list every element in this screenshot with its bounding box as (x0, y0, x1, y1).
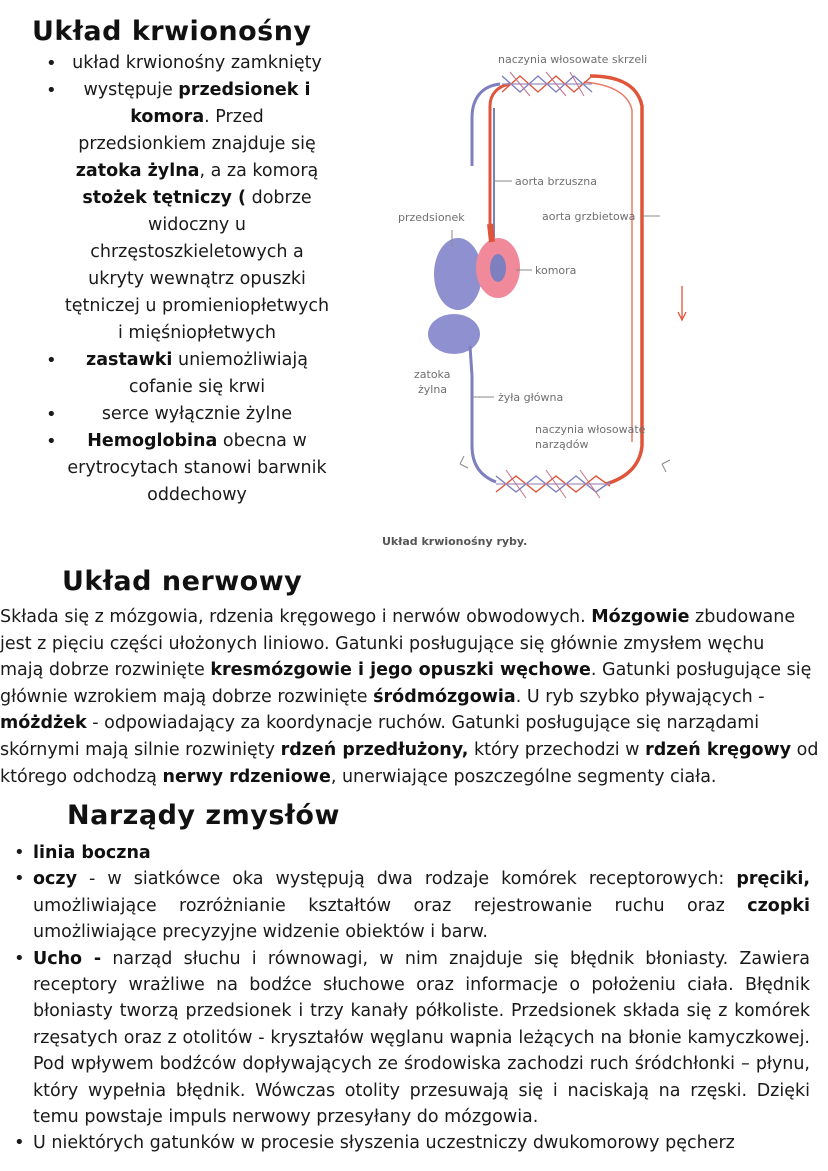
item-text: U niektórych gatunków w procesie słyszen… (33, 1133, 735, 1154)
circulatory-list: układ krwionośny zamknięty występuje prz… (40, 50, 330, 509)
paragraph-bold: rdzeń przedłużony, (280, 739, 469, 760)
list-item: serce wyłącznie żylne (40, 401, 330, 428)
list-item: Ucho - narząd słuchu i równowagi, w nim … (0, 946, 828, 1131)
label-ventricle: komora (535, 264, 576, 277)
label-main-vein: żyła główna (498, 391, 563, 404)
item-bold: stożek tętniczy ( (82, 188, 247, 208)
paragraph-text: . U ryb szybko pływających - (515, 686, 765, 707)
circulatory-heading: Układ krwionośny (32, 16, 312, 47)
item-bold: Hemoglobina (87, 431, 218, 451)
paragraph-text: - odpowiadający za koordynacje ruchów. G… (86, 713, 760, 734)
paragraph-text: który przechodzi w (468, 739, 646, 760)
list-item: zastawki uniemożliwiają cofanie się krwi (40, 347, 330, 401)
ventricle-outflow (487, 223, 495, 243)
item-bold: zatoka żylna (75, 161, 200, 181)
item-text: dobrze widoczny u chrzęstoszkieletowych … (64, 188, 330, 343)
label-dorsal-aorta: aorta grzbietowa (542, 210, 635, 223)
atrium-shape (434, 238, 482, 310)
label-sinus-line1: zatoka (414, 368, 450, 381)
list-item: U niektórych gatunków w procesie słyszen… (0, 1130, 828, 1157)
paragraph-text: zbudowane (689, 607, 796, 627)
paragraph-bold: móżdżek (0, 713, 87, 734)
flow-arrows (459, 286, 687, 473)
label-gill-capillaries: naczynia włosowate skrzeli (498, 53, 647, 66)
list-item: oczy - w siatkówce oka występują dwa rod… (0, 866, 828, 945)
dorsal-aorta-vessel-inner (583, 81, 633, 442)
fish-circulation-diagram: naczynia włosowate skrzeli aorta brzuszn… (370, 46, 710, 556)
dorsal-aorta-vessel (589, 74, 644, 486)
paragraph-text: od (791, 739, 819, 760)
item-text: - w siatkówce oka występują dwa rodzaje … (77, 869, 737, 890)
item-text: układ krwionośny zamknięty (72, 53, 322, 73)
paragraph-text: jest z pięciu części ułożonych liniowo. … (0, 633, 765, 654)
label-sinus-line2: żylna (418, 383, 447, 396)
paragraph-text: . Gatunki posługujące się (590, 660, 812, 681)
paragraph-text: głównie wzrokiem mają dobrze rozwinięte (0, 686, 374, 707)
paragraph-text: skórnymi mają silnie rozwinięty (0, 739, 281, 760)
senses-list: linia boczna oczy - w siatkówce oka wyst… (0, 840, 828, 1157)
paragraph-bold: kresmózgowie i jego opuszki węchowe (210, 660, 591, 681)
list-item: układ krwionośny zamknięty (40, 50, 330, 77)
item-bold: przedsionek i komora (130, 80, 311, 127)
label-ventral-aorta: aorta brzuszna (515, 175, 597, 188)
item-text: umożliwiające rozróżnianie kształtów ora… (33, 895, 748, 916)
organ-capillary-network (495, 469, 611, 499)
venous-vessel-main (470, 376, 497, 484)
item-bold: Ucho - (33, 948, 102, 969)
nervous-paragraph: Składa się z mózgowia, rdzenia kręgowego… (0, 604, 828, 790)
item-bold: zastawki (86, 350, 173, 370)
list-item: Hemoglobina obecna w erytrocytach stanow… (40, 428, 330, 509)
paragraph-bold: śródmózgowia (373, 686, 516, 707)
item-text: serce wyłącznie żylne (101, 404, 293, 424)
venous-vessel (470, 82, 501, 166)
sinus-connection (468, 345, 474, 377)
diagram-svg: naczynia włosowate skrzeli aorta brzuszn… (382, 53, 687, 548)
sinus-venosus-shape (428, 314, 480, 354)
label-atrium: przedsionek (398, 211, 465, 224)
senses-heading: Narządy zmysłów (67, 800, 340, 831)
item-text: umożliwiające precyzyjne widzenie obiekt… (33, 922, 488, 943)
paragraph-text: , unerwiające poszczególne segmenty ciał… (330, 766, 717, 787)
paragraph-bold: Mózgowie (591, 607, 690, 627)
ventricle-inner (490, 254, 506, 282)
item-text: obecna w erytrocytach stanowi barwnik od… (67, 431, 327, 505)
item-bold: pręciki, (736, 869, 810, 890)
label-organ-capillaries-2: narządów (535, 438, 588, 451)
paragraph-text: którego odchodzą (0, 766, 163, 787)
list-item: linia boczna (0, 840, 828, 867)
paragraph-bold: nerwy rdzeniowe (162, 766, 331, 787)
leader-lines (451, 180, 660, 398)
item-text: , a za komorą (199, 161, 319, 181)
label-organ-capillaries-1: naczynia włosowate (535, 423, 646, 436)
item-text: uniemożliwiają cofanie się krwi (128, 350, 308, 397)
ventral-aorta-vessel (488, 82, 511, 238)
paragraph-bold: rdzeń kręgowy (645, 739, 792, 760)
item-text: występuje (83, 80, 179, 100)
nervous-heading: Układ nerwowy (62, 566, 303, 597)
diagram-caption: Układ krwionośny ryby. (382, 535, 527, 548)
paragraph-text: Składa się z mózgowia, rdzenia kręgowego… (0, 607, 592, 627)
list-item: występuje przedsionek i komora. Przed pr… (40, 77, 330, 347)
item-text: . Przed przedsionkiem znajduje się (78, 107, 316, 154)
item-bold: czopki (747, 895, 810, 916)
item-text: narząd słuchu i równowagi, w nim znajduj… (33, 948, 810, 1128)
paragraph-text: mają dobrze rozwinięte (0, 660, 211, 681)
item-bold: oczy (33, 869, 77, 890)
gill-capillary-network (501, 71, 593, 97)
item-bold: linia boczna (33, 843, 151, 863)
